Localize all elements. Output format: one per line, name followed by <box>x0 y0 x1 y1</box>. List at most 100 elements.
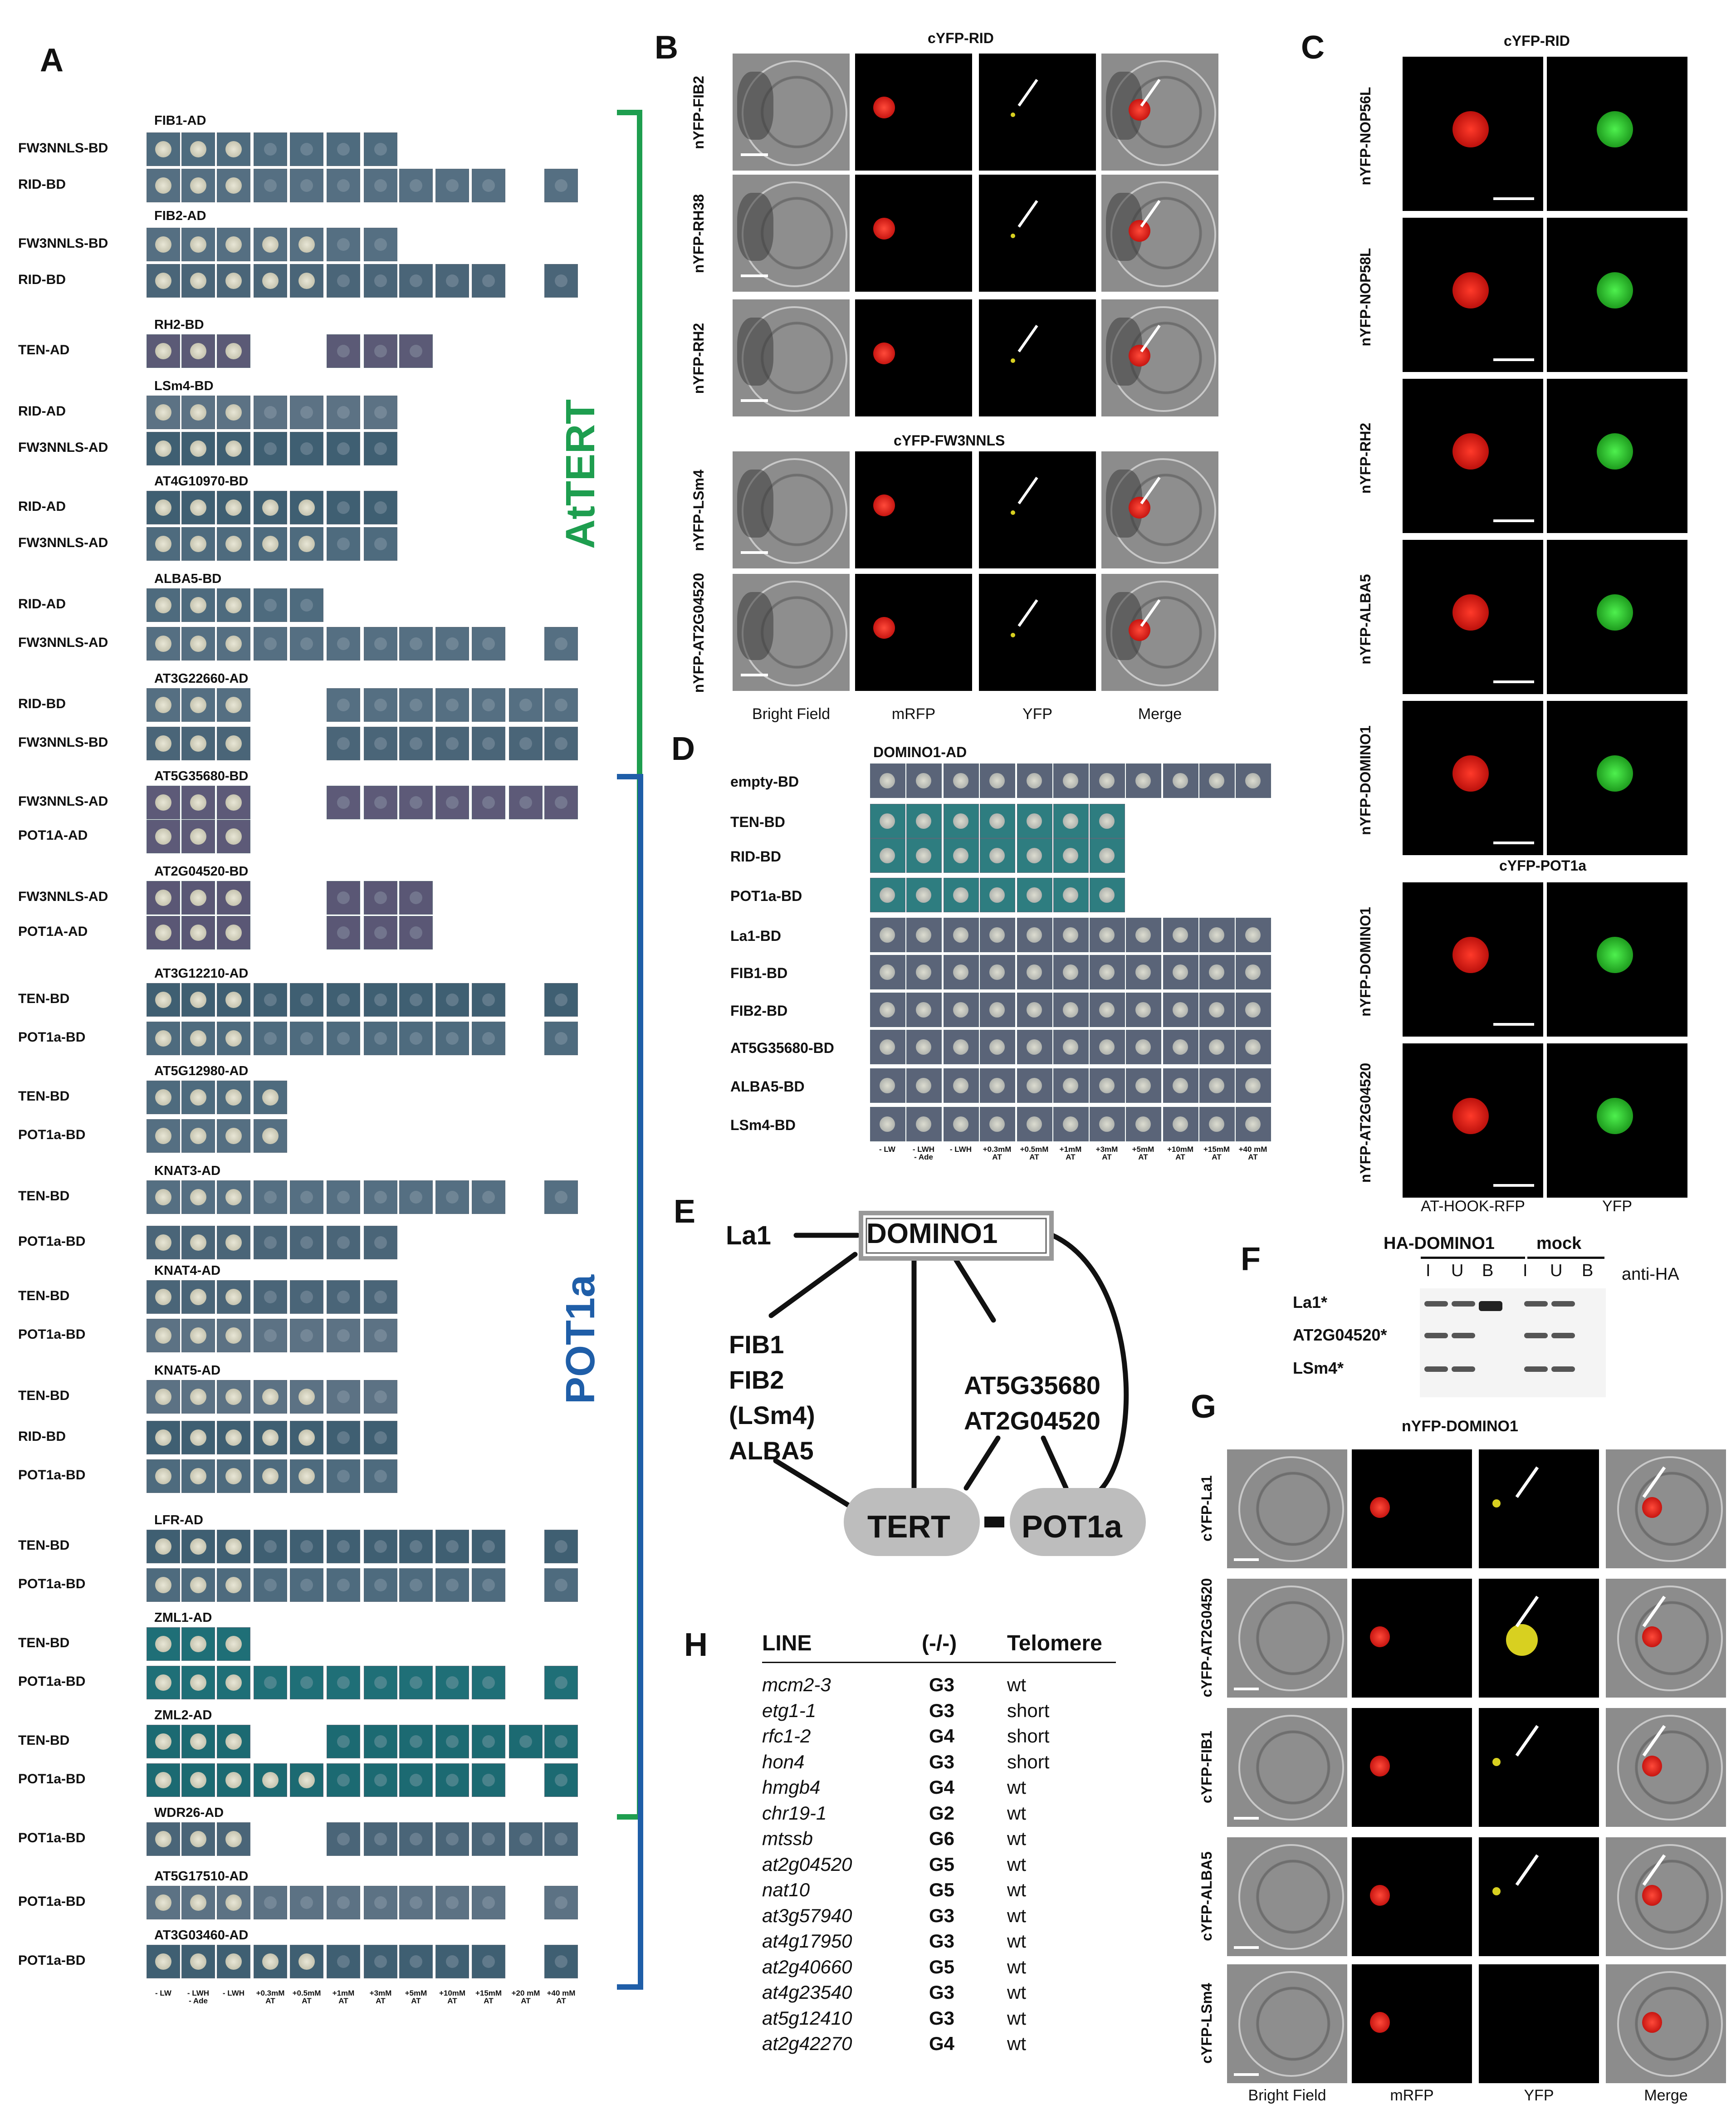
yeast-colony <box>880 927 895 943</box>
yeast-colony <box>953 887 968 903</box>
yeast-colony-faint <box>446 637 459 650</box>
western-band <box>1551 1366 1575 1372</box>
rfp-nucleus <box>1452 272 1489 308</box>
yeast-plate-spot <box>399 1666 433 1699</box>
yeast-colony <box>1135 1116 1151 1132</box>
domino1-box <box>859 1211 1054 1261</box>
yeast-plate-spot <box>399 1763 433 1797</box>
yeast-colony <box>298 273 315 289</box>
yeast-colony <box>880 1039 895 1055</box>
yeast-colony <box>1135 773 1151 788</box>
yeast-colony-faint <box>264 1236 277 1249</box>
d-yeast-plate-spot <box>1126 1068 1161 1103</box>
yeast-colony <box>225 1831 242 1847</box>
yeast-plate-spot <box>544 264 578 298</box>
f-row-la1: La1* <box>1293 1293 1328 1312</box>
yeast-colony <box>1063 773 1078 788</box>
b-brightfield-image <box>733 299 850 416</box>
yeast-colony <box>989 964 1005 980</box>
yeast-colony-faint <box>337 891 350 904</box>
cell-outline <box>1238 1715 1344 1821</box>
yeast-colony-faint <box>264 1676 277 1689</box>
yeast-plate-spot <box>217 916 250 949</box>
yeast-colony-faint <box>374 345 387 357</box>
yeast-colony-faint <box>300 442 313 455</box>
h-cell-generation: G4 <box>929 1777 955 1798</box>
yeast-plate-spot <box>327 432 360 465</box>
yeast-plate-spot <box>181 1022 215 1055</box>
yeast-colony-faint <box>300 599 313 612</box>
g-merge-image <box>1606 1837 1726 1956</box>
yeast-plate-spot <box>364 983 397 1017</box>
yeast-plate-spot <box>327 132 360 166</box>
b-mrfp-image <box>855 451 972 568</box>
western-band <box>1452 1301 1475 1307</box>
yeast-plate-spot <box>364 916 397 949</box>
d-yeast-plate-spot <box>1017 838 1052 873</box>
yeast-colony-faint <box>374 1236 387 1249</box>
yeast-plate-spot <box>435 264 469 298</box>
yeast-plate-spot <box>217 1763 250 1797</box>
yeast-plate-spot <box>399 1945 433 1978</box>
yeast-plate-spot <box>364 1022 397 1055</box>
yeast-plate-spot <box>147 727 180 760</box>
yeast-plate-spot <box>435 786 469 819</box>
rfp-nucleus <box>1642 1626 1662 1647</box>
yeast-plate-spot <box>181 688 215 722</box>
c-yfp-image <box>1547 701 1687 855</box>
yeast-plate-spot <box>399 1180 433 1214</box>
tert-pot1a-link <box>984 1517 1004 1527</box>
cytoplasm <box>737 470 773 538</box>
yeast-colony <box>916 1002 931 1018</box>
yeast-colony-faint <box>482 1676 495 1689</box>
yeast-colony <box>262 1089 279 1106</box>
axis-label-condition: +0.5mM AT <box>292 1989 321 2005</box>
yeast-plate-spot <box>290 1459 323 1493</box>
yeast-plate-spot <box>290 132 323 166</box>
rfp-nucleus <box>1452 937 1489 973</box>
scale-bar <box>1234 1817 1259 1820</box>
yeast-plate-spot <box>147 881 180 915</box>
yeast-plate-spot <box>364 432 397 465</box>
yeast-colony <box>155 499 171 516</box>
yeast-plate-spot <box>399 169 433 202</box>
cell-outline <box>1617 1715 1723 1821</box>
d-yeast-plate-spot <box>906 1107 942 1141</box>
yeast-colony-faint <box>337 1291 350 1303</box>
yeast-plate-spot <box>327 983 360 1017</box>
edge-alba5-tert <box>773 1458 860 1513</box>
yeast-plate-spot <box>254 1380 287 1414</box>
arrow-icon <box>1515 1854 1539 1886</box>
yeast-colony-faint <box>555 1955 567 1968</box>
h-cell-generation: G4 <box>929 2033 955 2054</box>
yeast-colony-faint <box>374 637 387 650</box>
yeast-plate-spot <box>435 1568 469 1602</box>
axis-label-condition: - LWH <box>222 1989 245 1997</box>
f-blot-membrane <box>1420 1288 1606 1397</box>
cell-outline <box>1238 1586 1344 1691</box>
yeast-colony <box>190 1327 206 1344</box>
yeast-colony <box>155 697 171 713</box>
yeast-colony-faint <box>519 796 532 809</box>
d-yeast-plate-spot <box>1199 1068 1235 1103</box>
g-row-label: cYFP-ALBA5 <box>1198 1851 1215 1941</box>
yfp-signal <box>1506 1624 1538 1656</box>
h-cell-generation: G3 <box>929 1930 955 1952</box>
panel-label-e: E <box>674 1194 696 1230</box>
panel-f-western-blot: HA-DOMINO1 mock I U B I U B anti-HA La1*… <box>1288 1234 1733 1406</box>
yeast-colony <box>190 828 206 845</box>
yeast-colony <box>155 273 171 289</box>
yeast-plate-spot <box>327 916 360 949</box>
d-yeast-plate-spot <box>1199 993 1235 1027</box>
yeast-colony-faint <box>337 1236 350 1249</box>
panel-d-title: DOMINO1-AD <box>873 744 967 760</box>
yeast-plate-spot <box>544 1022 578 1055</box>
yeast-plate-spot <box>181 786 215 819</box>
yeast-colony <box>880 773 895 788</box>
scale-bar <box>1493 842 1534 844</box>
d-axis-label-condition: - LWH <box>949 1145 972 1154</box>
yeast-colony <box>225 536 242 552</box>
b-mrfp-image <box>855 574 972 691</box>
yeast-colony <box>1063 1039 1078 1055</box>
yeast-plate-spot <box>327 396 360 429</box>
